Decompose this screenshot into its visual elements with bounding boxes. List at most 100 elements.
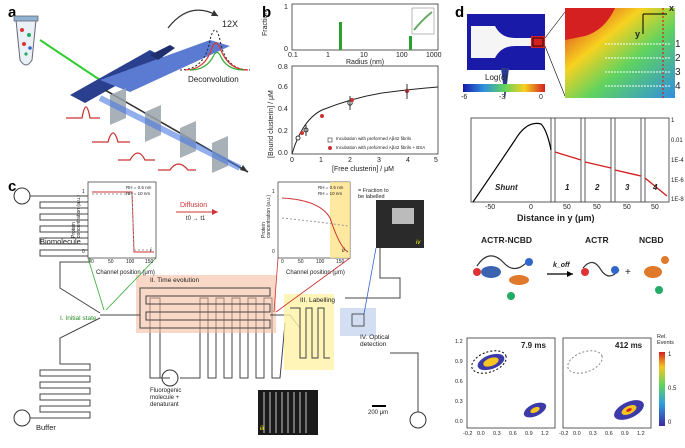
bottom-xtick-1: 1 (319, 157, 323, 164)
hist-xtick-4: 0.9 (525, 431, 533, 437)
conc-xtick-5: 50 (651, 204, 659, 211)
hist-xtick-3: 0.6 (509, 431, 517, 437)
conc-ytick-1: 0.01 (671, 138, 683, 144)
hist-ytick-2: 0.6 (455, 379, 463, 385)
ncbd-icon (644, 256, 669, 294)
hist-xtick-0: -0.2 (463, 431, 473, 437)
conc-xtick-1: 0 (529, 204, 533, 211)
outlet-icon (409, 411, 427, 429)
rel-events-tick-0: 1 (668, 352, 672, 358)
scale-bar-label: 200 μm (368, 410, 389, 416)
rel-events-tick-1: 0.5 (668, 386, 677, 392)
hist-ytick-1: 0.9 (455, 359, 463, 365)
bottom-ytick-3: 0.6 (278, 84, 288, 91)
plot-i-xtick-1: 50 (108, 259, 114, 265)
top-xtick-4: 1000 (426, 52, 442, 59)
labelling-label: III. Labelling (300, 297, 336, 304)
plot-ii-xtick-2: 100 (316, 259, 325, 265)
axis-x-label: x (669, 3, 675, 13)
hist-xtick-2: 0.3 (493, 431, 501, 437)
actr-ncbd-label: ACTR-NCBD (481, 235, 532, 245)
top-ytick-0: 0 (284, 46, 288, 53)
bottom-xtick-4: 4 (406, 157, 410, 164)
hist2-xtick-0: -0.2 (559, 431, 569, 437)
histogram-time-2: 412 ms (615, 341, 643, 350)
bottom-xtick-5: 5 (434, 157, 438, 164)
top-ytick-1: 1 (284, 4, 288, 11)
colorbar-tick-1: -3 (499, 94, 506, 101)
plot-ii-ytick-1: 1 (272, 189, 275, 195)
plot-i-xlabel: Channel position (μm) (96, 270, 155, 276)
legend-rh-small-ii: RH = 0.5 nm (318, 185, 344, 190)
panel-b-charts (291, 3, 439, 155)
conc-xlabel: Distance in y (μm) (517, 213, 595, 223)
time-evolution-label: II. Time evolution (150, 277, 200, 284)
panel-label-d: d (455, 4, 465, 21)
conc-xtick-3: 50 (593, 204, 601, 211)
plot-i-xtick-2: 100 (126, 259, 135, 265)
segment-label-1: 1 (565, 183, 570, 192)
actr-label: ACTR (585, 235, 609, 245)
bottom-ytick-0: 0.0 (278, 150, 288, 157)
plot-i-ytick-1: 1 (82, 189, 85, 195)
fluorogenic-label: Fluorogenic molecule + denaturant (150, 388, 182, 408)
segment-label-3: 3 (625, 183, 630, 192)
bottom-xtick-2: 2 (348, 157, 352, 164)
protein-complex-icon (473, 255, 533, 300)
segment-label-shunt: Shunt (495, 183, 518, 192)
sample-tube-icon (13, 15, 39, 66)
position-1: 1 (675, 39, 681, 50)
hist-ytick-3: 0.3 (455, 399, 463, 405)
axis-y-label: y (635, 29, 641, 39)
colorbar-tick-2: 0 (539, 94, 543, 101)
koff-label: k_off (553, 262, 570, 269)
conc-xtick-2: 50 (563, 204, 571, 211)
panel-d: Log(c) -6 -3 0 x y 1 2 3 4 Shunt 1 2 3 4… (455, 0, 685, 443)
conc-ytick-0: 1 (671, 118, 675, 124)
top-xtick-3: 100 (396, 52, 408, 59)
histogram-time-1: 7.9 ms (521, 341, 546, 350)
position-4: 4 (675, 81, 681, 92)
panel-d-figures (463, 8, 675, 429)
plot-ii-xtick-1: 50 (298, 259, 304, 265)
conc-ytick-4: 1E-8 (671, 197, 684, 203)
hist-xtick-1: 0.0 (477, 431, 485, 437)
position-2: 2 (675, 53, 681, 64)
plot-ii-ylabel: Protein concentration (a.u.) (261, 194, 272, 238)
conc-xtick-0: -50 (485, 204, 496, 211)
legend-entry-1: Incubation with preformed Aβ42 fibrils (336, 136, 412, 141)
top-xtick-0: 0.1 (288, 52, 298, 59)
plot-ii-ytick-0: 0 (272, 249, 275, 255)
roman-ii: ii (342, 248, 345, 254)
plot-i-ylabel: Protein concentration (a.u.) (71, 194, 82, 238)
legend-rh-large-i: RH = 10 nm (126, 191, 151, 196)
colorbar-label: Log(c) (485, 73, 508, 82)
biomolecule-label: Biomolecule (40, 237, 81, 246)
diffusion-label: Diffusion (180, 202, 208, 209)
roman-iii: iii (260, 426, 264, 432)
panel-label-c: c (8, 178, 17, 195)
conc-ytick-3: 1E-6 (671, 178, 684, 184)
bottom-xtick-3: 3 (377, 157, 381, 164)
zoom-label: 12X (222, 19, 239, 29)
deconvolution-peaks (179, 29, 251, 71)
bottom-ytick-2: 0.4 (278, 106, 288, 113)
fraction-label: = Fraction to be labelled (358, 188, 389, 201)
deconvolution-label: Deconvolution (188, 75, 239, 84)
position-3: 3 (675, 67, 681, 78)
bottom-xlabel: [Free clusterin] / μM (332, 166, 394, 173)
colorbar-tick-0: -6 (461, 94, 468, 101)
hist-ytick-0: 1.2 (455, 339, 463, 345)
top-xlabel: Radius (nm) (346, 59, 385, 66)
panel-label-a: a (8, 4, 17, 21)
panel-label-b: b (262, 4, 272, 21)
plot-ii-xlabel: Channel position (μm) (286, 270, 345, 276)
legend-entry-2: Incubation with preformed Aβ42 fibrils +… (336, 145, 426, 150)
plot-i-xtick-3: 150 (145, 259, 154, 265)
legend-rh-large-ii: RH = 10 nm (318, 191, 343, 196)
hist-xtick-5: 1.2 (541, 431, 549, 437)
rel-events-tick-2: 0 (668, 420, 672, 426)
hist2-xtick-5: 1.2 (637, 431, 645, 437)
actr-icon (581, 261, 620, 277)
panel-a: 12X Deconvolution (0, 0, 260, 178)
